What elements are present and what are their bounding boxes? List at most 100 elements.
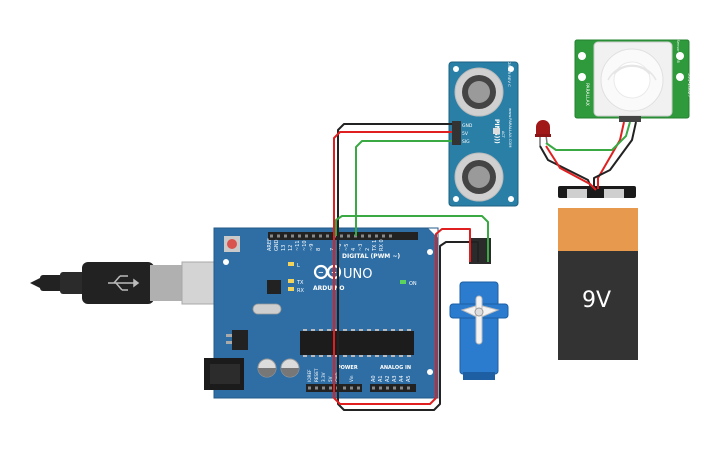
- header-pin[interactable]: [277, 234, 280, 238]
- header-pin[interactable]: [382, 234, 385, 238]
- reset-button[interactable]: [227, 239, 237, 249]
- ic-leg: [359, 355, 363, 357]
- ic-leg: [367, 355, 371, 357]
- pin-label-10: ~10: [302, 240, 308, 251]
- pin-label-5v: 5V: [328, 376, 333, 382]
- header-pin[interactable]: [312, 234, 315, 238]
- pin-label-gnd: GND: [274, 239, 280, 251]
- ic-leg: [391, 355, 395, 357]
- pin-label-11: ~11: [295, 240, 301, 251]
- wires: [333, 121, 637, 411]
- digital-label: DIGITAL (PWM ~): [342, 253, 400, 260]
- header-pin[interactable]: [368, 234, 371, 238]
- pir-sensor[interactable]: PARALLAX PIR Sensor Rev B 555-28027: [574, 33, 692, 122]
- header-pin[interactable]: [350, 386, 353, 390]
- atmega-chip: [300, 331, 414, 355]
- power-label: POWER: [337, 365, 358, 371]
- servo-motor[interactable]: [449, 238, 509, 380]
- header-pin[interactable]: [375, 234, 378, 238]
- arduino-uno[interactable]: AREF GND 13 12 ~11 ~10 ~9 8 7 ~6 ~5 4 ~3…: [204, 227, 439, 399]
- model-label: UNO: [343, 267, 372, 282]
- pin-label-a4: A4: [399, 375, 405, 382]
- header-pin[interactable]: [393, 386, 396, 390]
- pin-label-reset: RESET: [314, 368, 319, 382]
- pin-label-6: ~6: [337, 244, 343, 251]
- brand-label: ARDUINO: [313, 285, 344, 292]
- pin-label-8: 8: [316, 248, 322, 251]
- tx-label: TX: [296, 280, 304, 286]
- pin-label-5: ~5: [344, 244, 350, 251]
- header-pin[interactable]: [329, 386, 332, 390]
- header-pin[interactable]: [361, 234, 364, 238]
- header-pin[interactable]: [305, 234, 308, 238]
- usb-icon: [108, 275, 140, 291]
- header-pin[interactable]: [407, 386, 410, 390]
- on-label: ON: [409, 281, 417, 287]
- header-pin[interactable]: [386, 386, 389, 390]
- wire-pir-red[interactable]: [597, 121, 625, 189]
- header-pin[interactable]: [319, 234, 322, 238]
- pin-label-a2: A2: [385, 375, 391, 382]
- pin-label-13: 13: [281, 245, 287, 251]
- header-pin[interactable]: [357, 386, 360, 390]
- header-pin[interactable]: [347, 234, 350, 238]
- red-led[interactable]: [535, 120, 551, 146]
- led-l-label: L: [297, 263, 300, 269]
- ping-pin-gnd: GND: [462, 123, 473, 129]
- header-pin[interactable]: [379, 386, 382, 390]
- ic-leg: [391, 329, 395, 331]
- ic-leg: [303, 329, 307, 331]
- ic-leg: [383, 329, 387, 331]
- ping-sensor[interactable]: PING))) www.PARALLAX.COM 28015 REV C ACT…: [448, 61, 519, 207]
- header-pin[interactable]: [284, 234, 287, 238]
- pin-label-a5: A5: [406, 375, 412, 382]
- header-pin[interactable]: [389, 234, 392, 238]
- header-pin[interactable]: [400, 386, 403, 390]
- wire-pir-green[interactable]: [545, 121, 631, 151]
- ic-leg: [383, 355, 387, 357]
- wire-led-red[interactable]: [545, 145, 597, 191]
- svg-text:−: −: [318, 269, 324, 277]
- ic-leg: [311, 329, 315, 331]
- analog-label: ANALOG IN: [380, 365, 411, 371]
- battery-9v[interactable]: 9V: [558, 186, 638, 360]
- ic-leg: [311, 355, 315, 357]
- pin-label-9: ~9: [309, 244, 315, 251]
- pir-text-left: PIR Sensor Rev B: [676, 33, 680, 63]
- header-pin[interactable]: [322, 386, 325, 390]
- ping-rev-text: 28015 REV C: [507, 62, 512, 87]
- header-pin[interactable]: [270, 234, 273, 238]
- ic-leg: [327, 329, 331, 331]
- ic-leg: [303, 355, 307, 357]
- pir-text-right: 555-28027: [686, 73, 692, 98]
- header-pin[interactable]: [308, 386, 311, 390]
- header-pin[interactable]: [298, 234, 301, 238]
- ic-leg: [359, 329, 363, 331]
- wire-led-black[interactable]: [539, 145, 593, 191]
- rx-label: RX: [297, 288, 304, 294]
- wire-ping-5v[interactable]: [333, 131, 471, 405]
- pin-label-aref: AREF: [267, 238, 273, 251]
- ping-pin-header: [452, 121, 461, 145]
- pin-label-2: 2: [365, 248, 371, 251]
- wire-pir-black[interactable]: [593, 121, 637, 189]
- pin-label-a3: A3: [392, 375, 398, 382]
- pin-label-3: ~3: [358, 244, 364, 251]
- header-pin[interactable]: [326, 234, 329, 238]
- wire-ping-gnd[interactable]: [337, 123, 479, 411]
- wire-ping-sig[interactable]: [355, 140, 452, 236]
- servo-horn: [460, 295, 500, 345]
- header-pin[interactable]: [291, 234, 294, 238]
- header-pin[interactable]: [372, 386, 375, 390]
- ping-act: ACT: [501, 131, 505, 139]
- usb-chip: [267, 280, 281, 294]
- ic-leg: [343, 329, 347, 331]
- header-pin[interactable]: [315, 386, 318, 390]
- header-pin[interactable]: [340, 234, 343, 238]
- pin-label-0: RX 0: [379, 239, 385, 251]
- ping-transducer-top: [454, 67, 504, 117]
- wire-servo-sig[interactable]: [335, 215, 489, 262]
- header-pin[interactable]: [343, 386, 346, 390]
- ic-leg: [343, 355, 347, 357]
